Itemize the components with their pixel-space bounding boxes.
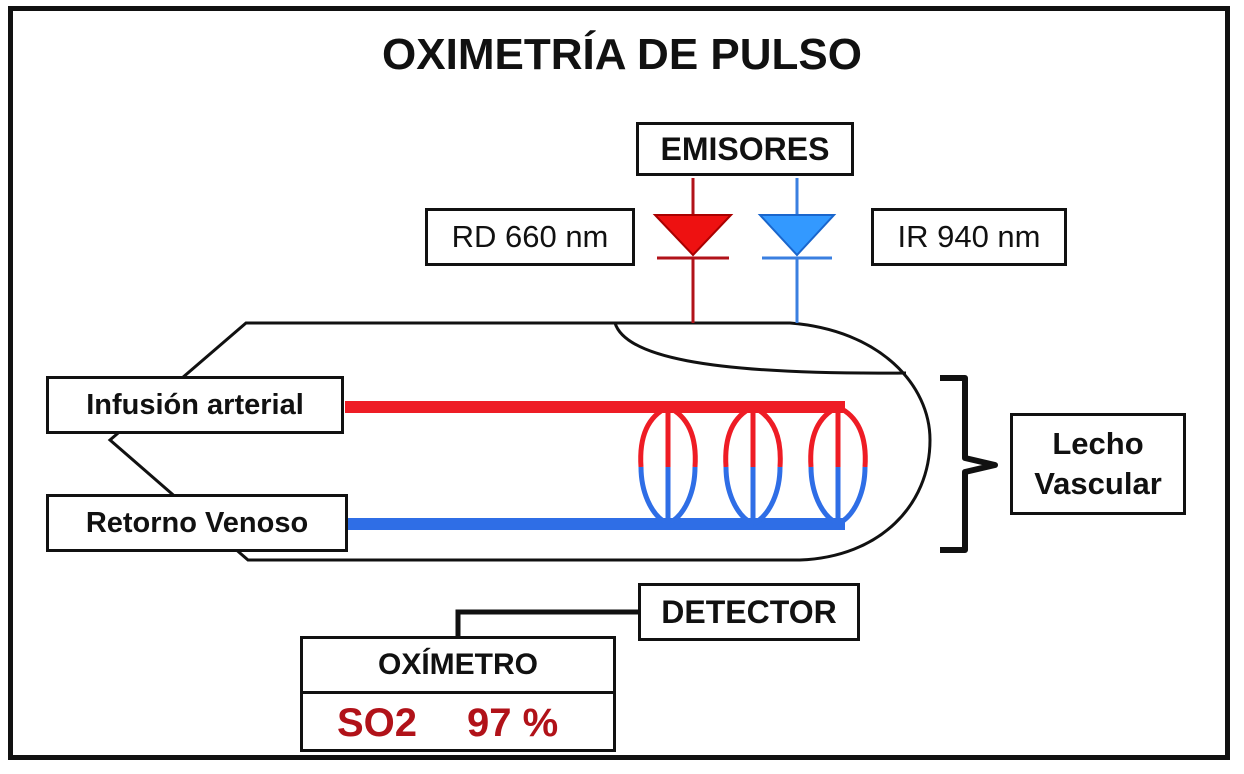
- vascular-bed-bracket: [940, 375, 998, 553]
- oximeter-parameter: SO2: [337, 700, 418, 745]
- oximeter-display: OXÍMETRO SO2 97 %: [300, 636, 616, 752]
- fingernail: [613, 322, 907, 375]
- vascular-bed-label: Lecho Vascular: [1010, 413, 1186, 515]
- vascular-bed-label-line1: Lecho: [1052, 425, 1144, 461]
- capillary-loop-3: [808, 404, 868, 527]
- emitters-label: EMISORES: [636, 122, 854, 176]
- vascular-bed-label-line2: Vascular: [1034, 466, 1162, 501]
- arterial-infusion-label: Infusión arterial: [46, 376, 344, 434]
- oximeter-title: OXÍMETRO: [303, 639, 613, 694]
- finger-outline: [107, 321, 932, 562]
- oximeter-value: 97 %: [467, 700, 559, 745]
- detector-label: DETECTOR: [638, 583, 860, 641]
- detector-connector: [455, 609, 638, 636]
- capillary-loop-1: [638, 404, 698, 527]
- red-led-label: RD 660 nm: [425, 208, 635, 266]
- ir-led-icon: [757, 214, 837, 260]
- ir-led-label: IR 940 nm: [871, 208, 1067, 266]
- diagram-title: OXIMETRÍA DE PULSO: [382, 30, 862, 79]
- capillary-loop-2: [723, 404, 783, 527]
- oximeter-readout: SO2 97 %: [303, 694, 613, 752]
- red-led-icon: [652, 214, 734, 260]
- venous-return-label: Retorno Venoso: [46, 494, 348, 552]
